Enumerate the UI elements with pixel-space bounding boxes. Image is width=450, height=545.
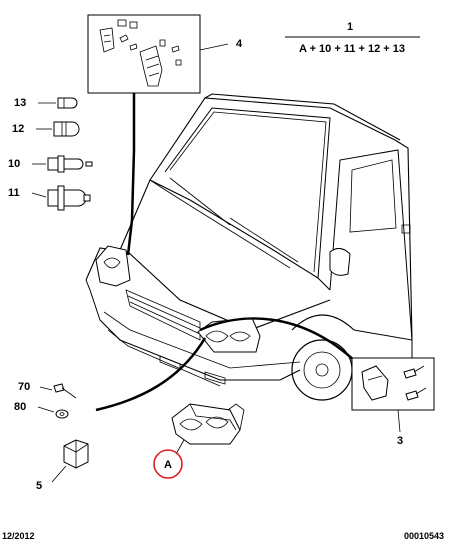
detail-box-4 [87,14,229,94]
callout-70: 70 [18,381,30,393]
callout-3: 3 [397,435,403,447]
footer-reference: 00010543 [403,531,444,541]
formula-expression: A + 10 + 11 + 12 + 13 [299,43,405,55]
callout-11: 11 [8,187,20,199]
callout-10: 10 [8,158,20,170]
headlamp-unit-A [171,403,245,455]
bulb-11: 11 [8,185,91,211]
detail-box-3 [351,357,435,433]
formula-number: 1 [347,21,353,33]
callout-A: A [164,459,172,471]
bracket-5: 5 [36,439,89,492]
highlight-circle-A [153,449,183,479]
leader-bolts-to-lamp [95,337,207,412]
bulb-10: 10 [8,155,93,173]
footer-date: 12/2012 [2,531,35,541]
bulb-12: 12 [12,121,80,137]
callout-5: 5 [36,480,42,492]
van-illustration [85,93,413,401]
callout-4: 4 [236,38,243,50]
bolt-70: 70 [18,381,77,399]
leader-lamp-to-box3 [199,317,357,363]
callout-13: 13 [14,97,26,109]
callout-12: 12 [12,123,24,135]
washer-80: 80 [14,401,69,419]
bulb-13: 13 [14,97,78,109]
callout-80: 80 [14,401,26,413]
leader-box4-to-lamp [126,93,136,256]
